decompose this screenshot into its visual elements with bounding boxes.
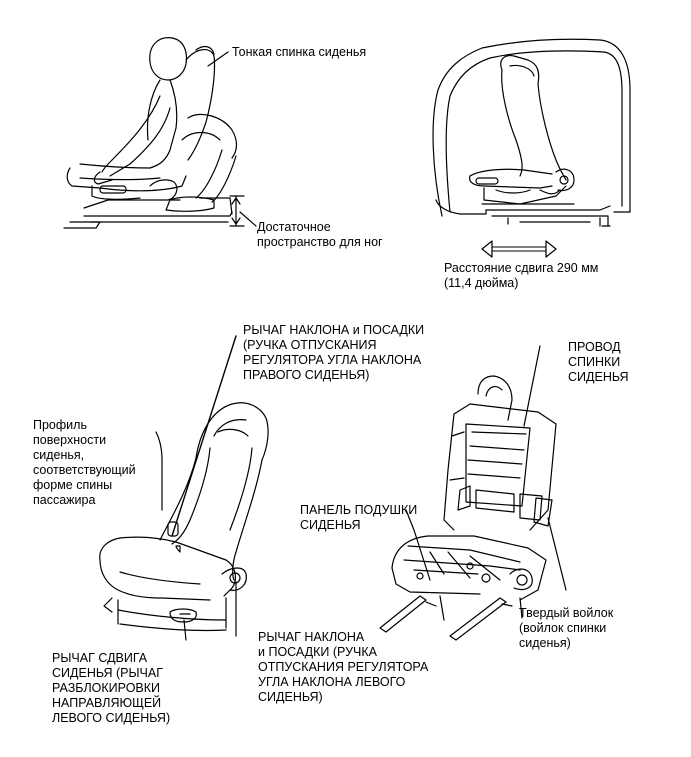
backrest-wire-line-2: СПИНКИ	[568, 355, 621, 369]
recline-right-line-1: РЫЧАГ НАКЛОНА и ПОСАДКИ	[243, 323, 425, 337]
recline-left-line-2: и ПОСАДКИ (РУЧКА	[258, 645, 377, 659]
thin-backrest-label: Тонкая спинка сиденья	[232, 45, 366, 60]
hard-felt-label: Твердый войлок (войлок спинки сиденья)	[519, 606, 613, 651]
slide-lever-line-4: НАПРАВЛЯЮЩЕЙ	[52, 696, 162, 710]
recline-right-line-3: РЕГУЛЯТОРА УГЛА НАКЛОНА	[243, 353, 422, 367]
slide-lever-label: РЫЧАГ СДВИГА СИДЕНЬЯ (РЫЧАГ РАЗБЛОКИРОВК…	[52, 651, 170, 726]
slide-lever-line-3: РАЗБЛОКИРОВКИ	[52, 681, 161, 695]
legroom-line-1: Достаточное	[257, 220, 331, 234]
recline-right-line-2: (РУЧКА ОТПУСКАНИЯ	[243, 338, 377, 352]
slide-distance-illustration	[432, 38, 631, 258]
seat-profile-line-4: соответствующий	[33, 463, 136, 477]
backrest-wire-line-3: СИДЕНЬЯ	[568, 370, 629, 384]
backrest-wire-line-1: ПРОВОД	[568, 340, 621, 354]
recline-left-line-5: СИДЕНЬЯ)	[258, 690, 323, 704]
thin-backrest-text: Тонкая спинка сиденья	[232, 45, 367, 59]
seat-profile-label: Профиль поверхности сиденья, соответству…	[33, 418, 136, 508]
recline-right-label: РЫЧАГ НАКЛОНА и ПОСАДКИ (РУЧКА ОТПУСКАНИ…	[243, 323, 424, 383]
passenger-seat-illustration	[63, 37, 257, 229]
slide-lever-line-5: ЛЕВОГО СИДЕНЬЯ)	[52, 711, 171, 725]
slide-distance-label: Расстояние сдвига 290 мм (11,4 дюйма)	[444, 261, 598, 291]
hard-felt-line-2: (войлок спинки	[519, 621, 607, 635]
recline-left-line-3: ОТПУСКАНИЯ РЕГУЛЯТОРА	[258, 660, 429, 674]
cushion-panel-line-1: ПАНЕЛЬ ПОДУШКИ	[300, 503, 418, 517]
hard-felt-line-3: сиденья)	[519, 636, 571, 650]
legroom-line-2: пространство для ног	[257, 235, 383, 249]
legroom-label: Достаточное пространство для ног	[257, 220, 383, 250]
slide-distance-line-2: (11,4 дюйма)	[444, 276, 519, 290]
recline-left-line-1: РЫЧАГ НАКЛОНА	[258, 630, 365, 644]
backrest-wire-label: ПРОВОД СПИНКИ СИДЕНЬЯ	[568, 340, 629, 385]
recline-left-line-4: УГЛА НАКЛОНА ЛЕВОГО	[258, 675, 406, 689]
seat-exterior-illustration	[99, 335, 269, 641]
seat-profile-line-6: пассажира	[33, 493, 96, 507]
seat-frame-illustration	[379, 345, 567, 641]
seat-profile-line-5: форме спины	[33, 478, 113, 492]
cushion-panel-label: ПАНЕЛЬ ПОДУШКИ СИДЕНЬЯ	[300, 503, 417, 533]
cushion-panel-line-2: СИДЕНЬЯ	[300, 518, 361, 532]
hard-felt-line-1: Твердый войлок	[519, 606, 614, 620]
seat-profile-line-2: поверхности	[33, 433, 107, 447]
slide-lever-line-2: СИДЕНЬЯ (РЫЧАГ	[52, 666, 163, 680]
seat-profile-line-1: Профиль	[33, 418, 87, 432]
slide-lever-line-1: РЫЧАГ СДВИГА	[52, 651, 148, 665]
seat-profile-line-3: сиденья,	[33, 448, 85, 462]
recline-left-label: РЫЧАГ НАКЛОНА и ПОСАДКИ (РУЧКА ОТПУСКАНИ…	[258, 630, 428, 705]
slide-distance-line-1: Расстояние сдвига 290 мм	[444, 261, 599, 275]
recline-right-line-4: ПРАВОГО СИДЕНЬЯ)	[243, 368, 370, 382]
